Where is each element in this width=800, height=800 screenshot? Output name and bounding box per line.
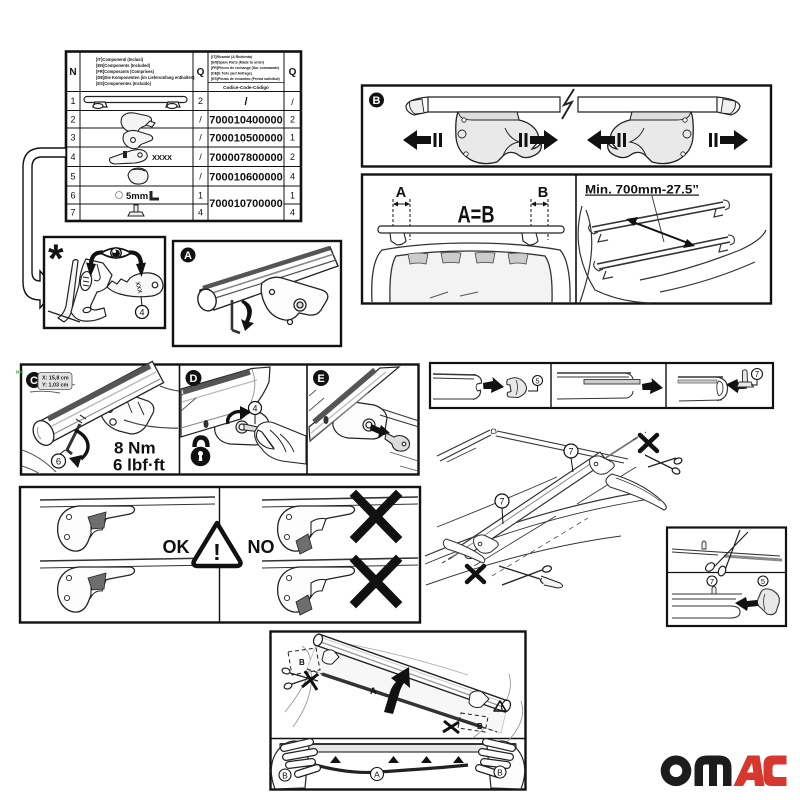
svg-text:6: 6 xyxy=(56,457,61,468)
svg-text:[DE]Die Komponenten (im Liefer: [DE]Die Komponenten (im Lieferumfang ent… xyxy=(96,75,195,80)
svg-text:A: A xyxy=(370,686,377,696)
svg-text:[IT]Ricambi (A Richiesta): [IT]Ricambi (A Richiesta) xyxy=(211,55,252,59)
svg-text:5mm: 5mm xyxy=(126,191,148,202)
svg-text:4: 4 xyxy=(139,308,144,318)
svg-text:Codice-Code-Código: Codice-Code-Código xyxy=(223,85,269,90)
svg-text:2: 2 xyxy=(290,152,295,162)
svg-text:/: / xyxy=(199,172,202,182)
svg-text:5: 5 xyxy=(761,577,765,586)
svg-text:4: 4 xyxy=(198,208,203,218)
svg-text:[IT]Componenti (Inclusi): [IT]Componenti (Inclusi) xyxy=(96,57,144,62)
svg-text:4: 4 xyxy=(252,404,257,414)
svg-text:A: A xyxy=(396,185,407,201)
svg-text:1: 1 xyxy=(290,133,295,143)
svg-text:4: 4 xyxy=(290,208,295,218)
svg-text:7: 7 xyxy=(70,208,75,218)
svg-text:7: 7 xyxy=(755,370,760,379)
svg-text:700007800000: 700007800000 xyxy=(209,152,282,164)
svg-text:A: A xyxy=(184,250,192,262)
svg-text:B: B xyxy=(373,95,381,107)
svg-text:!: ! xyxy=(213,539,221,565)
svg-text:700010500000: 700010500000 xyxy=(209,133,282,145)
svg-text:[EN]Components (Included): [EN]Components (Included) xyxy=(96,63,151,68)
svg-text:»«: »« xyxy=(16,369,24,376)
svg-text:B: B xyxy=(477,722,483,731)
svg-text:/: / xyxy=(244,96,247,108)
svg-text:/: / xyxy=(199,152,202,162)
svg-text:C: C xyxy=(30,375,38,387)
svg-text:1: 1 xyxy=(290,191,295,201)
svg-text:*: * xyxy=(48,237,64,281)
svg-text:N: N xyxy=(69,67,76,78)
svg-text:B: B xyxy=(282,771,288,781)
svg-text:700010600000: 700010600000 xyxy=(209,172,282,184)
svg-text:NO: NO xyxy=(248,537,275,557)
svg-text:6 lbf·ft: 6 lbf·ft xyxy=(113,456,165,475)
svg-text:3: 3 xyxy=(70,133,75,143)
svg-text:[ES]Piezas de recambio (Previa: [ES]Piezas de recambio (Previa solicitud… xyxy=(211,77,280,81)
svg-text:2: 2 xyxy=(198,96,203,106)
svg-text:D: D xyxy=(190,373,198,385)
svg-text:4: 4 xyxy=(290,172,295,182)
svg-text:2: 2 xyxy=(290,115,295,125)
svg-text:A: A xyxy=(374,770,380,780)
svg-text:Y: 1,03 cm: Y: 1,03 cm xyxy=(42,383,68,389)
svg-text:[FR]Composants (Comprises): [FR]Composants (Comprises) xyxy=(96,69,155,74)
svg-text:[DE]E Teile (auf Anfrage): [DE]E Teile (auf Anfrage) xyxy=(211,72,252,76)
svg-text:XXX: XXX xyxy=(134,281,143,294)
svg-text:B: B xyxy=(299,658,305,667)
svg-text:4: 4 xyxy=(70,152,75,162)
svg-text:/: / xyxy=(199,133,202,143)
svg-text:E: E xyxy=(317,373,324,385)
svg-text:/: / xyxy=(199,115,202,125)
svg-text:A=B: A=B xyxy=(458,202,495,229)
svg-text:[ES]Componentes (Incluido): [ES]Componentes (Incluido) xyxy=(96,81,152,86)
svg-text:1: 1 xyxy=(70,96,75,106)
svg-text:X: 15,8 cm: X: 15,8 cm xyxy=(42,376,69,382)
svg-text:7: 7 xyxy=(568,447,573,457)
svg-text:B: B xyxy=(538,185,548,201)
svg-text:XXXX: XXXX xyxy=(152,153,172,162)
svg-text:B: B xyxy=(497,768,503,778)
svg-text:2: 2 xyxy=(70,115,75,125)
svg-text:[EN]Spare Parts (Made to order: [EN]Spare Parts (Made to order) xyxy=(211,61,264,65)
svg-text:1: 1 xyxy=(198,191,203,201)
svg-text:[FR]Pièces de rechange (Sur co: [FR]Pièces de rechange (Sur commande) xyxy=(211,66,279,70)
svg-text:700010700000: 700010700000 xyxy=(209,198,282,210)
svg-text:Q: Q xyxy=(289,67,297,78)
svg-text:5: 5 xyxy=(70,172,75,182)
svg-text:7: 7 xyxy=(710,577,714,586)
svg-text:700010400000: 700010400000 xyxy=(209,115,282,127)
svg-text:Min. 700mm-27.5”: Min. 700mm-27.5” xyxy=(585,183,699,197)
svg-text:/: / xyxy=(291,97,294,107)
svg-text:8 Nm: 8 Nm xyxy=(114,439,156,458)
svg-text:5: 5 xyxy=(535,377,539,386)
svg-text:7: 7 xyxy=(499,497,504,507)
svg-text:Q: Q xyxy=(197,67,205,78)
svg-text:6: 6 xyxy=(70,191,75,201)
svg-text:OK: OK xyxy=(163,537,190,557)
